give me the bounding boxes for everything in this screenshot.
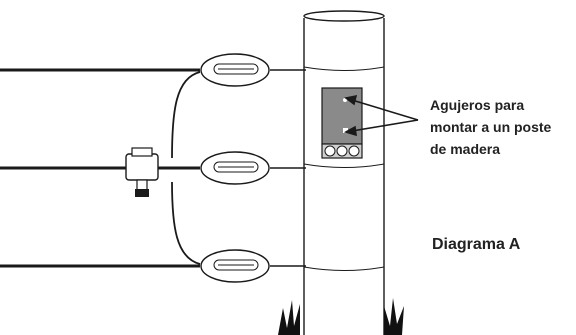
wooden-post bbox=[303, 10, 385, 335]
grass-left-icon bbox=[278, 300, 300, 335]
callout-arrows bbox=[343, 94, 419, 137]
callout-line-3: de madera bbox=[430, 141, 501, 157]
insulator-bottom bbox=[200, 249, 270, 283]
grass-right-icon bbox=[384, 298, 404, 335]
terminal-knob-3 bbox=[348, 145, 360, 157]
mounting-hole-bottom bbox=[343, 128, 348, 133]
mounting-holes-callout: Agujeros para montar a un poste de mader… bbox=[430, 94, 570, 160]
diagram-caption: Diagrama A bbox=[432, 236, 521, 253]
jumper-cables bbox=[160, 71, 201, 265]
wire-clamp bbox=[125, 147, 159, 197]
insulator-top bbox=[200, 53, 270, 87]
terminal-knob-2 bbox=[336, 145, 348, 157]
terminal-knob-1 bbox=[324, 145, 336, 157]
callout-line-1: Agujeros para bbox=[430, 97, 525, 113]
insulator-ties bbox=[270, 69, 306, 267]
callout-line-2: montar a un poste bbox=[430, 119, 552, 135]
mounting-hole-top bbox=[343, 98, 347, 102]
insulator-middle bbox=[200, 151, 270, 185]
